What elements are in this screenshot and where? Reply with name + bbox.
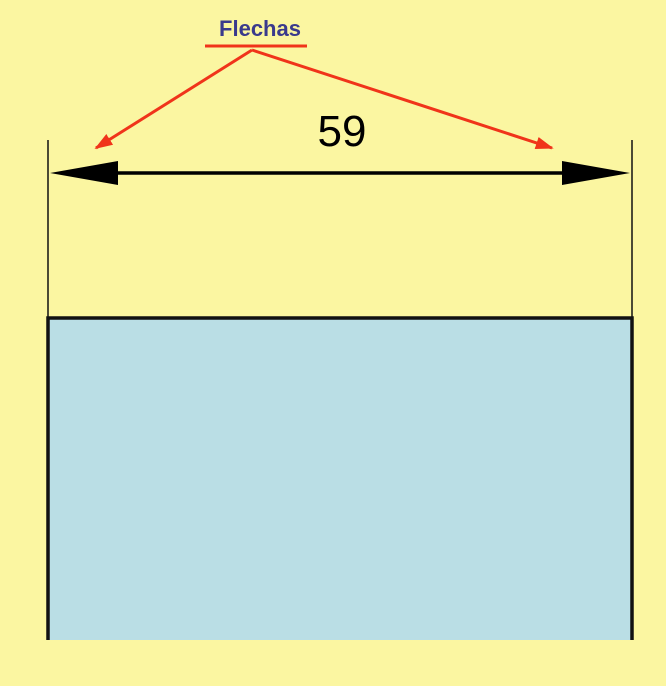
- dimension-arrowhead-right: [562, 161, 630, 185]
- callout-pointer-right: [251, 48, 554, 150]
- dimension-value: 59: [318, 107, 367, 156]
- part-body: [48, 318, 632, 640]
- callout-pointer-left: [94, 48, 253, 150]
- dimension-arrowhead-left: [50, 161, 118, 185]
- callout-label: Flechas: [219, 16, 301, 41]
- part-outline: [46, 316, 634, 640]
